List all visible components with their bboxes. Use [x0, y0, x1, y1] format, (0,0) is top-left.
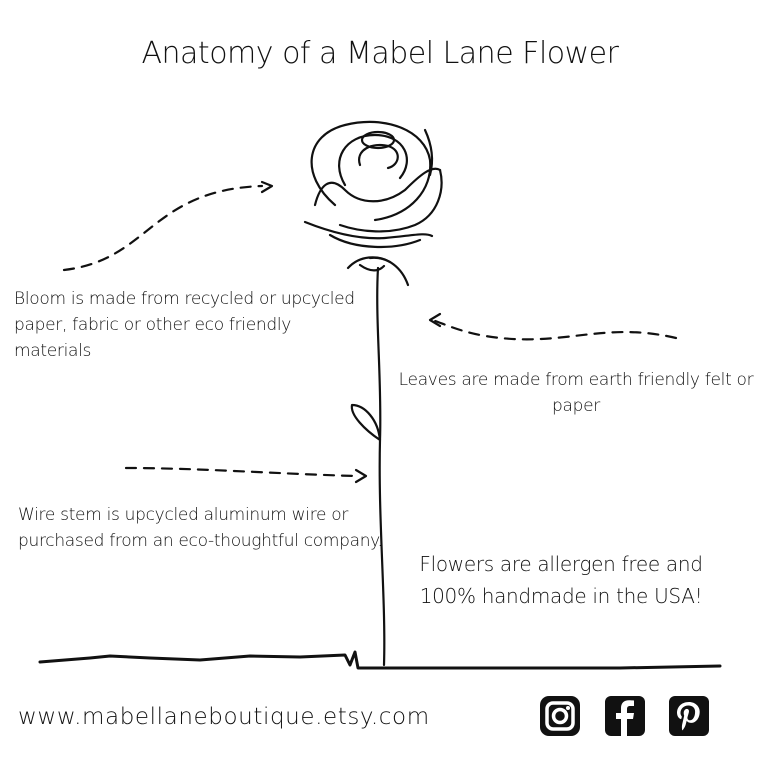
leaf [350, 403, 382, 442]
etsy-url[interactable]: www.mabellaneboutique.etsy.com [18, 704, 430, 730]
pinterest-icon[interactable] [667, 694, 711, 738]
ground-line [38, 650, 722, 670]
allergen-line-1: Flowers are allergen free and [419, 552, 703, 576]
leaves-arrow [430, 318, 678, 341]
bloom-arrowhead [260, 180, 274, 194]
allergen-line-2: 100% handmade in the USA! [419, 584, 703, 608]
allergen-note: Flowers are allergen free and 100% handm… [406, 548, 716, 612]
stem-arrowhead [354, 468, 368, 484]
bloom-note: Bloom is made from recycled or upcycled … [14, 289, 355, 361]
page-title: Anatomy of a Mabel Lane Flower [141, 36, 619, 71]
rose-bloom [303, 120, 443, 248]
stem-arrow [124, 466, 358, 478]
stem-note: Wire stem is upcycled aluminum wire or p… [18, 505, 383, 551]
instagram-icon[interactable] [538, 694, 582, 738]
leaves-note: Leaves are made from earth friendly felt… [398, 370, 754, 416]
bloom-arrow [62, 184, 264, 272]
stem [376, 266, 386, 667]
facebook-icon[interactable] [603, 694, 647, 738]
sepals [346, 256, 410, 287]
leaves-arrowhead [428, 312, 442, 328]
